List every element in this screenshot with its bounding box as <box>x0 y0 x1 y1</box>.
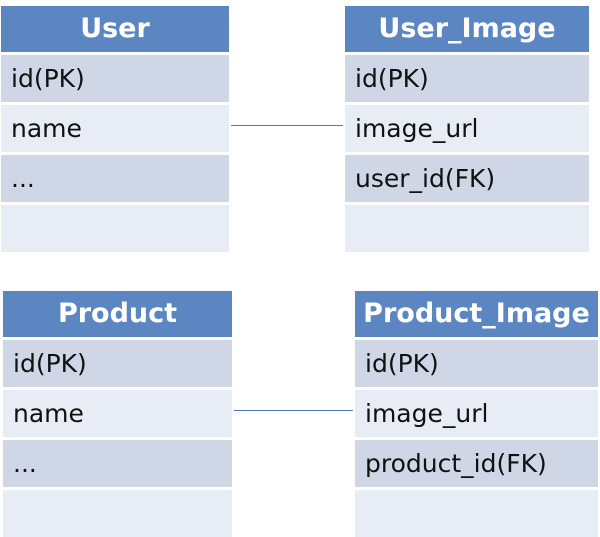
user-image-table-title: User_Image <box>345 6 589 52</box>
product-table-title: Product <box>3 291 232 337</box>
product-image-row-image-url: image_url <box>355 387 598 437</box>
user-row-empty <box>1 202 229 252</box>
user-image-row-image-url: image_url <box>345 102 589 152</box>
product-image-row-id: id(PK) <box>355 337 598 387</box>
user-image-row-user-id: user_id(FK) <box>345 152 589 202</box>
user-image-row-id: id(PK) <box>345 52 589 102</box>
product-table: Product id(PK) name ... <box>3 291 232 537</box>
user-image-row-empty <box>345 202 589 252</box>
product-image-row-empty <box>355 487 598 537</box>
product-image-table-title: Product_Image <box>355 291 598 337</box>
product-to-product-image-connector <box>234 410 353 411</box>
product-row-name: name <box>3 387 232 437</box>
product-image-table: Product_Image id(PK) image_url product_i… <box>355 291 598 537</box>
product-row-id: id(PK) <box>3 337 232 387</box>
user-table-title: User <box>1 6 229 52</box>
user-row-id: id(PK) <box>1 52 229 102</box>
user-image-table: User_Image id(PK) image_url user_id(FK) <box>345 6 589 252</box>
product-row-empty <box>3 487 232 537</box>
user-row-ellipsis: ... <box>1 152 229 202</box>
user-to-user-image-connector <box>231 125 343 126</box>
user-table: User id(PK) name ... <box>1 6 229 252</box>
user-row-name: name <box>1 102 229 152</box>
product-image-row-product-id: product_id(FK) <box>355 437 598 487</box>
product-row-ellipsis: ... <box>3 437 232 487</box>
